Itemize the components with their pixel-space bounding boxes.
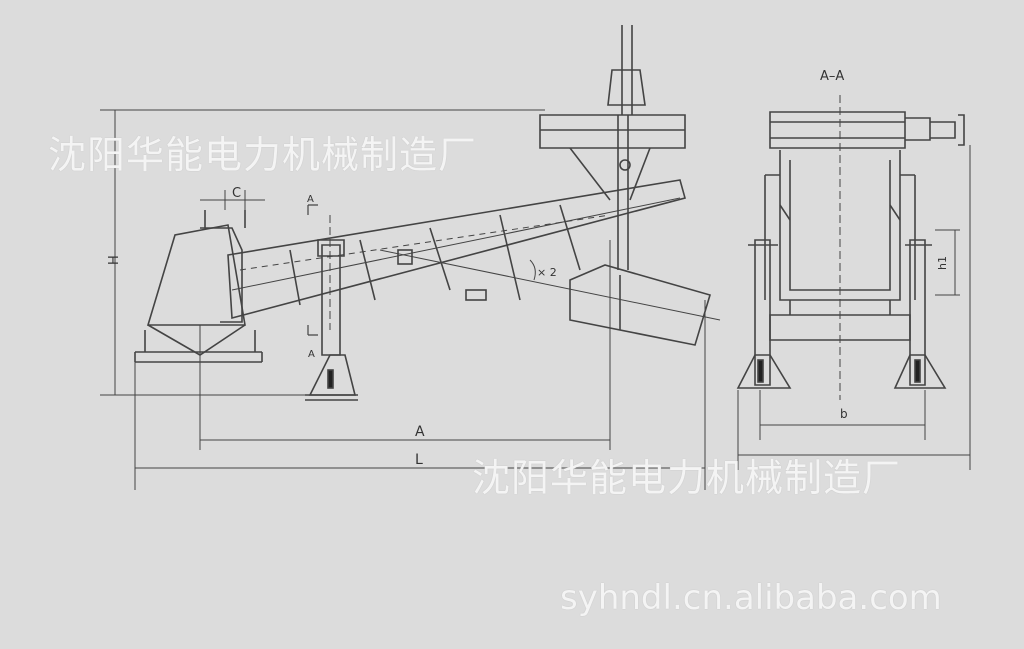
side-elevation-view — [100, 25, 721, 490]
label-C: C — [232, 186, 241, 201]
label-angle: × 2 — [537, 266, 557, 279]
section-view-A-A — [736, 95, 971, 470]
section-drive-unit — [905, 114, 965, 146]
label-L: L — [415, 452, 423, 468]
left-base-plate — [134, 351, 263, 363]
hanger-beam — [539, 114, 686, 149]
vibrator-motor — [569, 264, 711, 346]
watermark-url: syhndl.cn.alibaba.com — [560, 578, 942, 618]
section-mark-top: A — [307, 194, 314, 205]
feeder-trough — [227, 179, 686, 320]
section-mark-bottom: A — [308, 349, 315, 360]
trough-window — [397, 249, 413, 265]
front-support-column — [321, 244, 341, 356]
label-b: b — [840, 407, 848, 421]
dimension-h1-lines — [935, 229, 960, 296]
trough-ribs — [289, 204, 581, 306]
section-top-beam — [769, 111, 906, 149]
dimension-H-lines — [100, 109, 545, 396]
chute-side-plate — [200, 227, 243, 323]
label-H: H — [107, 255, 122, 265]
dimension-b-lines — [759, 390, 926, 440]
dimension-A-lines — [200, 240, 611, 450]
dimension-L-lines — [134, 300, 706, 490]
watermark-company-bottom: 沈阳华能电力机械制造厂 — [472, 456, 902, 500]
section-title: A–A — [820, 69, 844, 84]
left-base-legs — [144, 330, 256, 352]
chute-top-flange — [204, 210, 246, 228]
label-A: A — [415, 424, 425, 440]
label-h1: h1 — [936, 256, 949, 270]
section-left-support — [754, 239, 771, 386]
suspension-spring-housing — [607, 69, 646, 106]
watermark-company-top: 沈阳华能电力机械制造厂 — [48, 133, 478, 177]
